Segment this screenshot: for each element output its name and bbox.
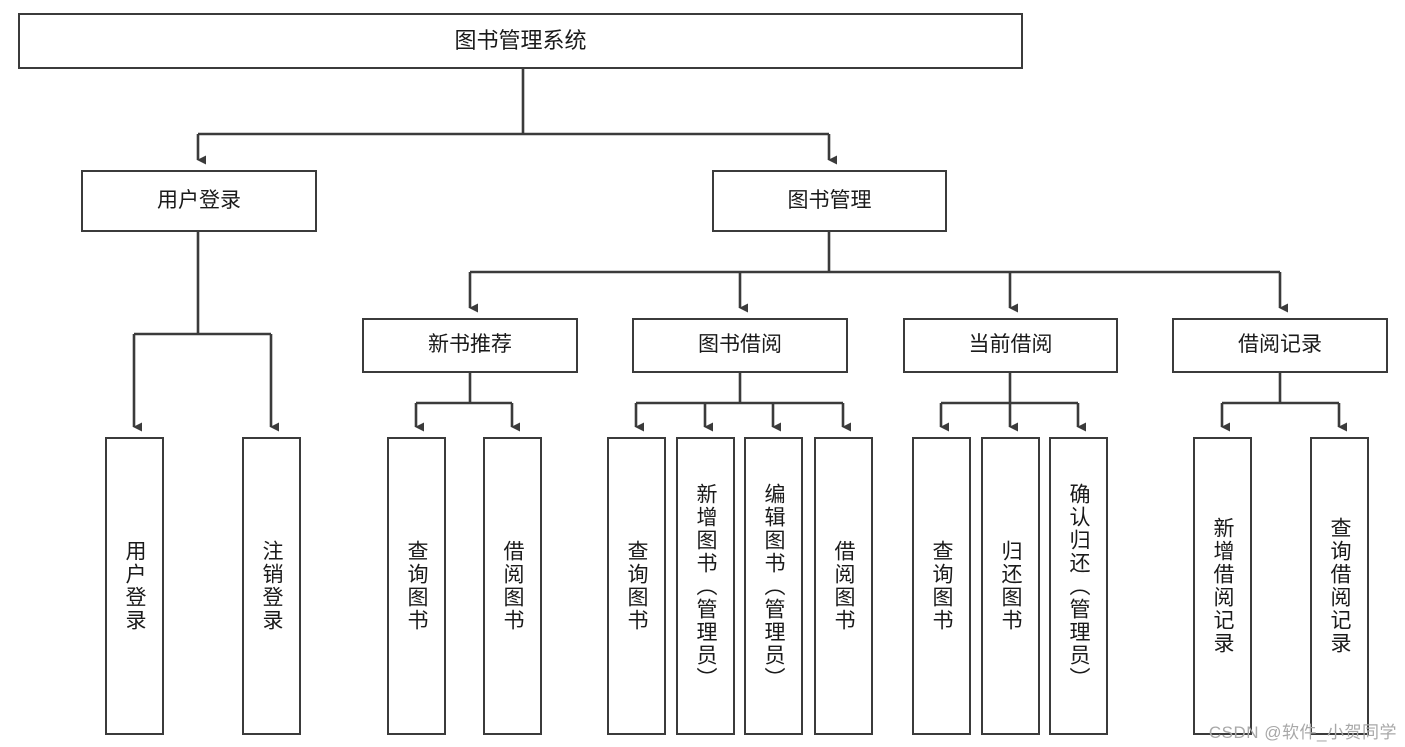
leaf-current-return-book[interactable]: 归还图书: [981, 437, 1040, 735]
node-label: 查询借阅记录: [1328, 517, 1351, 655]
node-label: 归还图书: [999, 540, 1022, 632]
node-label: 新增借阅记录: [1211, 517, 1234, 655]
node-label: 借阅图书: [832, 540, 855, 632]
node-label: 当前借阅: [968, 333, 1053, 357]
node-current-borrow[interactable]: 当前借阅: [903, 318, 1118, 373]
leaf-current-query-book[interactable]: 查询图书: [912, 437, 971, 735]
node-label: 用户登录: [123, 540, 146, 632]
node-label: 确认归还（管理员）: [1067, 482, 1090, 690]
leaf-user-login-logout[interactable]: 注销登录: [242, 437, 301, 735]
node-label: 新增图书（管理员）: [694, 482, 717, 690]
leaf-record-add-record[interactable]: 新增借阅记录: [1193, 437, 1252, 735]
node-label: 注销登录: [260, 540, 283, 632]
leaf-recommend-query-book[interactable]: 查询图书: [387, 437, 446, 735]
leaf-borrow-edit-book[interactable]: 编辑图书（管理员）: [744, 437, 803, 735]
leaf-borrow-add-book[interactable]: 新增图书（管理员）: [676, 437, 735, 735]
node-root-system[interactable]: 图书管理系统: [18, 13, 1023, 69]
leaf-borrow-query-book[interactable]: 查询图书: [607, 437, 666, 735]
node-label: 查询图书: [930, 540, 953, 632]
node-label: 图书管理系统: [454, 28, 587, 54]
node-label: 借阅记录: [1238, 333, 1322, 357]
watermark: CSDN @软件_小贺同学: [1208, 723, 1397, 742]
node-user-login[interactable]: 用户登录: [81, 170, 317, 232]
node-book-management[interactable]: 图书管理: [712, 170, 947, 232]
node-label: 借阅图书: [501, 540, 524, 632]
node-new-book-recommend[interactable]: 新书推荐: [362, 318, 578, 373]
node-book-borrow[interactable]: 图书借阅: [632, 318, 848, 373]
node-label: 查询图书: [625, 540, 648, 632]
leaf-borrow-borrow-book[interactable]: 借阅图书: [814, 437, 873, 735]
leaf-recommend-borrow-book[interactable]: 借阅图书: [483, 437, 542, 735]
node-label: 编辑图书（管理员）: [762, 482, 785, 690]
leaf-current-confirm-return[interactable]: 确认归还（管理员）: [1049, 437, 1108, 735]
node-label: 新书推荐: [428, 333, 512, 357]
leaf-user-login-login[interactable]: 用户登录: [105, 437, 164, 735]
leaf-record-query-record[interactable]: 查询借阅记录: [1310, 437, 1369, 735]
node-label: 查询图书: [405, 540, 428, 632]
node-label: 图书借阅: [698, 333, 782, 357]
node-borrow-record[interactable]: 借阅记录: [1172, 318, 1388, 373]
node-label: 图书管理: [787, 188, 872, 212]
node-label: 用户登录: [157, 188, 241, 212]
